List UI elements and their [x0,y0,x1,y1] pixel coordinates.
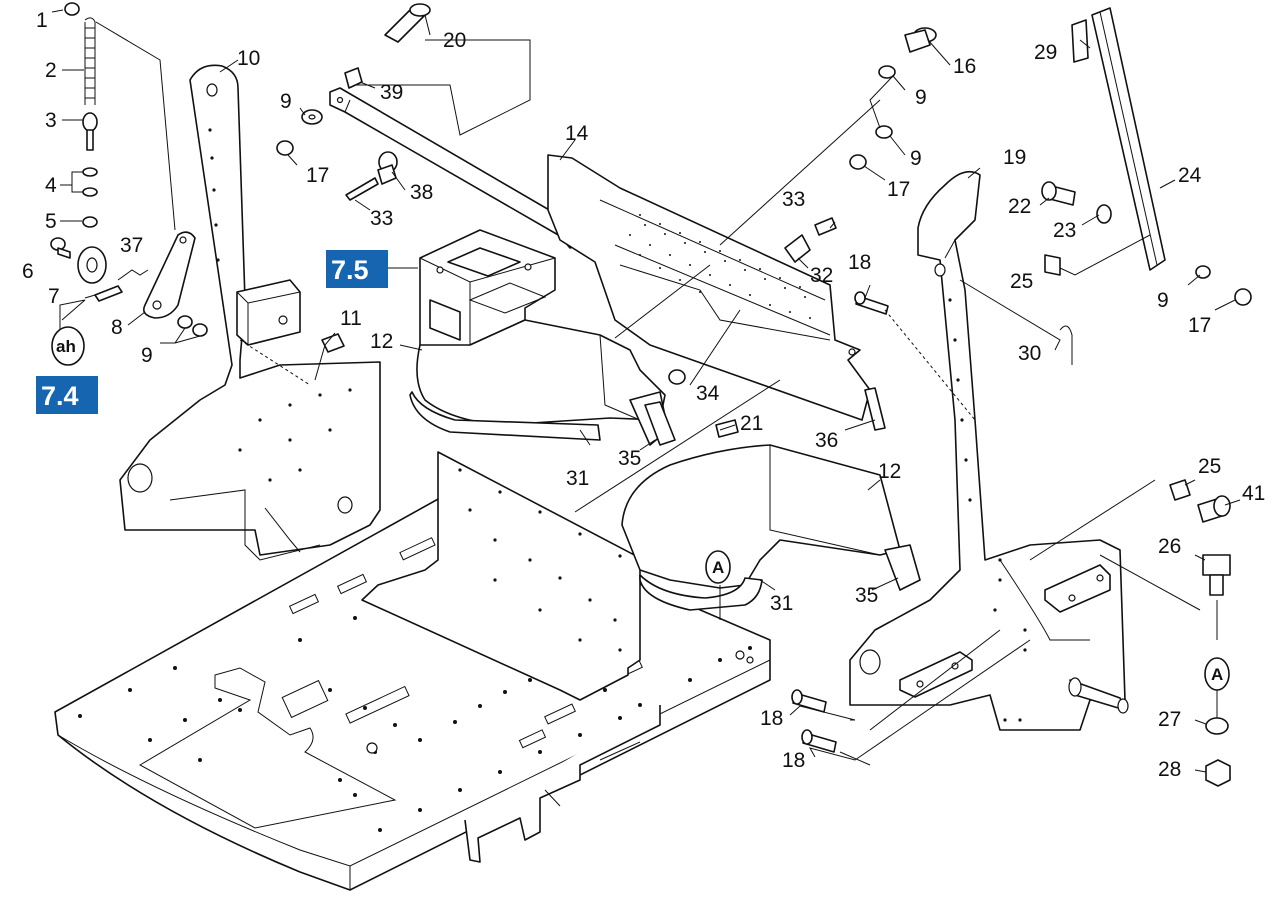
callout-39: 39 [380,81,403,104]
callout-32: 32 [810,264,833,287]
callout-17b: 17 [887,178,910,201]
callout-9c: 9 [915,86,927,109]
callout-29: 29 [1034,41,1057,64]
callout-18b: 18 [760,707,783,730]
callout-26: 26 [1158,535,1181,558]
reference-7-4-label: 7.4 [41,381,79,411]
callout-6: 6 [22,260,34,283]
marker-a-bolt-label: A [1211,665,1223,684]
reference-7-5-label: 7.5 [331,255,369,285]
callout-41: 41 [1242,482,1265,505]
marker-ah-label: ah [56,337,76,356]
callout-30: 30 [1018,342,1041,365]
callout-19: 19 [1003,146,1026,169]
support-bar [329,87,579,249]
callout-7: 7 [48,285,60,308]
callout-23: 23 [1053,219,1076,242]
callout-2: 2 [45,59,57,82]
callout-9e: 9 [1157,289,1169,312]
callout-36: 36 [815,429,838,452]
callout-35a: 35 [618,447,641,470]
callout-25b: 25 [1198,455,1221,478]
callout-10: 10 [237,47,260,70]
callout-21: 21 [740,412,763,435]
callout-17c: 17 [1188,314,1211,337]
callout-4: 4 [45,174,57,197]
callout-labels: 1 2 3 4 5 6 7 8 9 37 10 20 39 9 17 38 33… [22,9,1265,781]
reference-badge-7-5[interactable]: 7.5 [326,250,388,288]
leader-lines [51,9,1241,773]
marker-ah: ah [51,326,85,366]
left-side-plate [119,64,381,561]
callout-11: 11 [340,307,362,330]
callout-35b: 35 [855,584,878,607]
callout-37: 37 [120,234,143,257]
callout-34: 34 [696,382,720,405]
callout-1: 1 [36,9,48,32]
air-duct-lower [621,444,921,611]
callout-33a: 33 [370,207,393,230]
right-side-plate [849,170,1129,731]
callout-12b: 12 [878,460,901,483]
reference-badge-7-4[interactable]: 7.4 [36,376,98,414]
callout-25a: 25 [1010,270,1033,293]
bracket-housing [419,229,556,373]
callout-9d: 9 [910,147,922,170]
callout-28: 28 [1158,758,1181,781]
callout-31b: 31 [770,592,793,615]
hardware [50,2,1252,787]
callout-22: 22 [1008,195,1031,218]
callout-12a: 12 [370,330,393,353]
callout-31a: 31 [566,467,589,490]
marker-a-bolt: A [1204,657,1230,691]
callout-38: 38 [410,181,433,204]
callout-9a: 9 [141,344,153,367]
callout-24: 24 [1178,164,1202,187]
callout-5: 5 [45,210,57,233]
callout-3: 3 [45,109,57,132]
callout-16: 16 [953,55,976,78]
callout-17a: 17 [306,164,329,187]
callout-18c: 18 [782,749,805,772]
callout-18a: 18 [848,251,871,274]
callout-8: 8 [111,316,123,339]
seat-panel [361,451,641,701]
callout-9b: 9 [280,90,292,113]
callout-20: 20 [443,29,466,52]
marker-a-duct: A [705,550,731,584]
callout-27: 27 [1158,708,1181,731]
marker-a-duct-label: A [712,558,724,577]
callout-14: 14 [565,122,589,145]
callout-33b: 33 [782,188,805,211]
